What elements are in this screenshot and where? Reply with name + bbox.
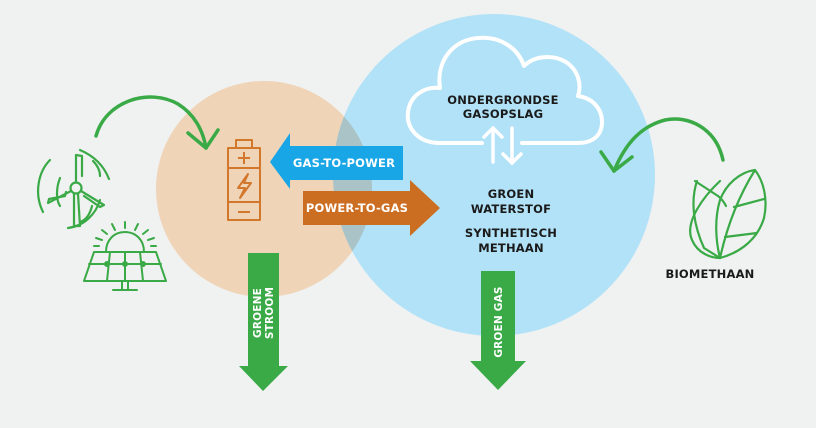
up-down-arrows-icon <box>482 126 523 165</box>
electricity-circle <box>156 81 372 297</box>
green-gas-label: GROEN GAS <box>493 286 505 357</box>
gas-to-power-arrow <box>270 133 403 189</box>
hydrogen-label-line2: WATERSTOF <box>471 202 551 216</box>
storage-label-line2: GASOPSLAG <box>463 107 544 121</box>
gas-circle <box>333 14 655 336</box>
methane-label-line2: METHAAN <box>478 241 544 255</box>
solar-panel-icon <box>83 221 167 291</box>
green-gas-arrow <box>470 271 526 390</box>
methane-label-line1: SYNTHETISCH <box>465 226 557 240</box>
power-to-gas-arrow <box>303 180 440 236</box>
green-power-label-line1: GROENE <box>252 288 264 338</box>
battery-icon <box>227 139 261 221</box>
biomethane-label: BIOMETHAAN <box>665 267 754 281</box>
storage-label-line1: ONDERGRONDSE <box>447 93 558 107</box>
power-to-gas-label: POWER-TO-GAS <box>306 201 408 215</box>
leaves-icon <box>689 168 767 260</box>
hydrogen-label-line1: GROEN <box>488 187 535 201</box>
gas-to-power-label: GAS-TO-POWER <box>293 156 395 170</box>
green-power-label-line2: STROOM <box>264 287 276 339</box>
green-power-arrow <box>239 253 288 391</box>
wind-turbine-icon <box>36 148 111 230</box>
biomethane-to-gas-arrow <box>599 117 725 173</box>
cloud-icon <box>405 35 604 145</box>
renewables-to-electricity-arrow <box>94 95 220 150</box>
